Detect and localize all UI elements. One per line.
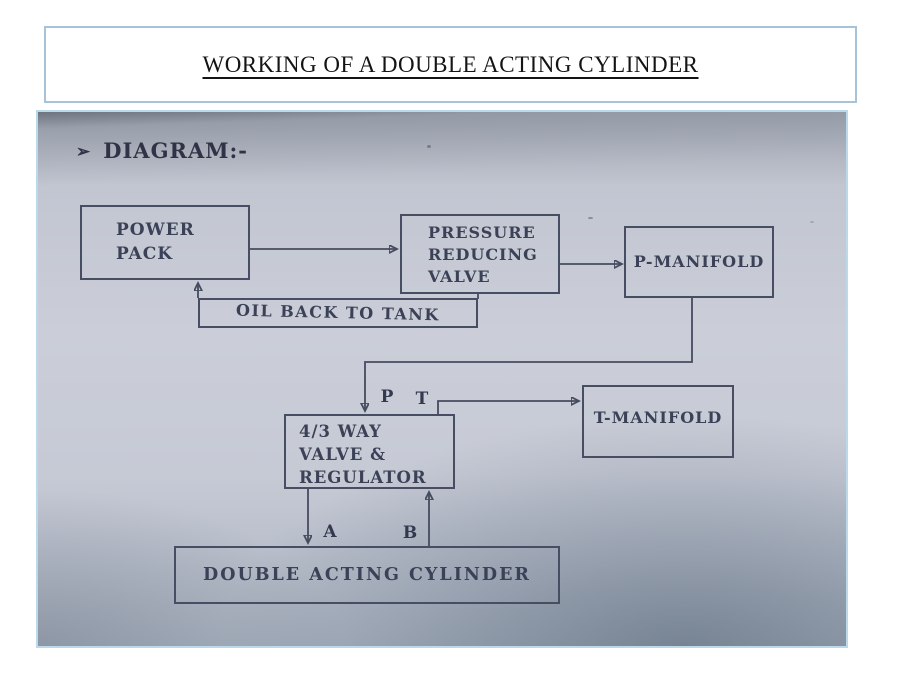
node-label: POWER [116, 220, 195, 240]
port-label-b: B [402, 523, 418, 543]
node-label: PRESSURE [428, 223, 536, 242]
node-label: VALVE [428, 267, 491, 287]
node-4-3-way-valve-regulator: 4/3 WAY VALVE & REGULATOR [284, 414, 455, 489]
node-label: T-MANIFOLD [593, 408, 723, 427]
diagram-heading: ➢ DIAGRAM:- [76, 138, 248, 163]
title-banner: WORKING OF A DOUBLE ACTING CYLINDER [44, 26, 857, 103]
node-pressure-reducing-valve: PRESSURE REDUCING VALVE [400, 214, 560, 294]
port-label-t: T [415, 389, 429, 409]
photo-speck [810, 221, 814, 223]
node-label: 4/3 WAY [299, 422, 382, 441]
port-label-p: P [380, 387, 394, 407]
node-label: VALVE & [299, 445, 386, 465]
diagram-heading-label: DIAGRAM:- [103, 138, 248, 163]
port-label-a: A [323, 522, 337, 542]
node-label: DOUBLE ACTING CYLINDER [203, 564, 531, 585]
edge-pmanifold-to-valve-port-p [365, 298, 693, 411]
connector-lines [38, 112, 693, 546]
slide-photo: ➢ DIAGRAM:- POWER PACK PRESSURE REDUCING… [36, 110, 848, 648]
node-double-acting-cylinder: DOUBLE ACTING CYLINDER [174, 546, 560, 604]
edge-valve-to-tmanifold-port-t [437, 401, 579, 414]
node-p-manifold: P-MANIFOLD [624, 226, 774, 298]
photo-speck [427, 145, 431, 148]
node-oil-back-to-tank: OIL BACK TO TANK [198, 298, 478, 328]
node-label: REGULATOR [299, 468, 427, 488]
photo-speck [588, 217, 593, 219]
node-t-manifold: T-MANIFOLD [582, 385, 734, 458]
node-label: REDUCING [428, 245, 538, 265]
arrow-bullet-icon: ➢ [76, 141, 91, 162]
node-label: OIL BACK TO TANK [235, 300, 441, 324]
node-power-pack: POWER PACK [80, 205, 250, 280]
page-title: WORKING OF A DOUBLE ACTING CYLINDER [202, 51, 699, 77]
node-label: PACK [116, 244, 174, 265]
node-label: P-MANIFOLD [633, 251, 765, 271]
